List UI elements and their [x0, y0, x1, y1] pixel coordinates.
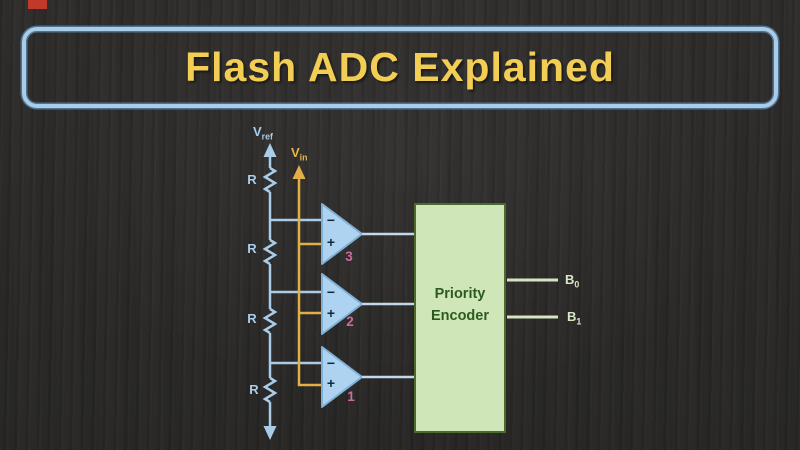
comparator-1-plus: +	[326, 375, 336, 391]
comparator-2-plus: +	[326, 305, 336, 321]
red-corner-marker	[28, 0, 47, 9]
output-label-b1: B1	[567, 309, 582, 327]
priority-encoder-box: Priority Encoder	[414, 203, 506, 433]
vin-input-line	[297, 179, 322, 387]
vref-label: Vref	[253, 124, 273, 142]
comparator-3-minus: −	[326, 212, 336, 228]
resistor-label-1: R	[247, 172, 257, 187]
resistor-symbol-2	[262, 238, 278, 266]
title-banner: Flash ADC Explained	[22, 27, 778, 108]
resistor-symbol-4	[262, 376, 278, 404]
priority-encoder-label: Priority Encoder	[430, 285, 489, 324]
page-title: Flash ADC Explained	[185, 44, 615, 90]
encoder-output-lines	[507, 278, 558, 319]
resistor-symbol-3	[262, 307, 278, 335]
comparator-3-number: 3	[345, 249, 353, 264]
vin-arrowhead	[292, 165, 306, 179]
output-label-b0: B0	[565, 272, 580, 290]
resistor-label-4: R	[249, 382, 259, 397]
ladder-tap-lines	[269, 218, 322, 365]
comparator-2-minus: −	[326, 284, 336, 300]
comparator-2-triangle	[321, 273, 363, 335]
vref-arrowhead	[263, 143, 277, 157]
comparator-output-lines	[362, 232, 415, 379]
comparator-1-minus: −	[326, 355, 336, 371]
resistor-ladder	[262, 152, 278, 428]
comparator-1-number: 1	[347, 389, 355, 404]
ground-arrowhead	[263, 426, 277, 440]
comparator-2-number: 2	[346, 314, 354, 329]
resistor-label-2: R	[247, 241, 257, 256]
resistor-symbol-1	[262, 166, 278, 194]
vin-label: Vin	[291, 145, 308, 163]
resistor-label-3: R	[247, 311, 257, 326]
comparator-3-plus: +	[326, 234, 336, 250]
